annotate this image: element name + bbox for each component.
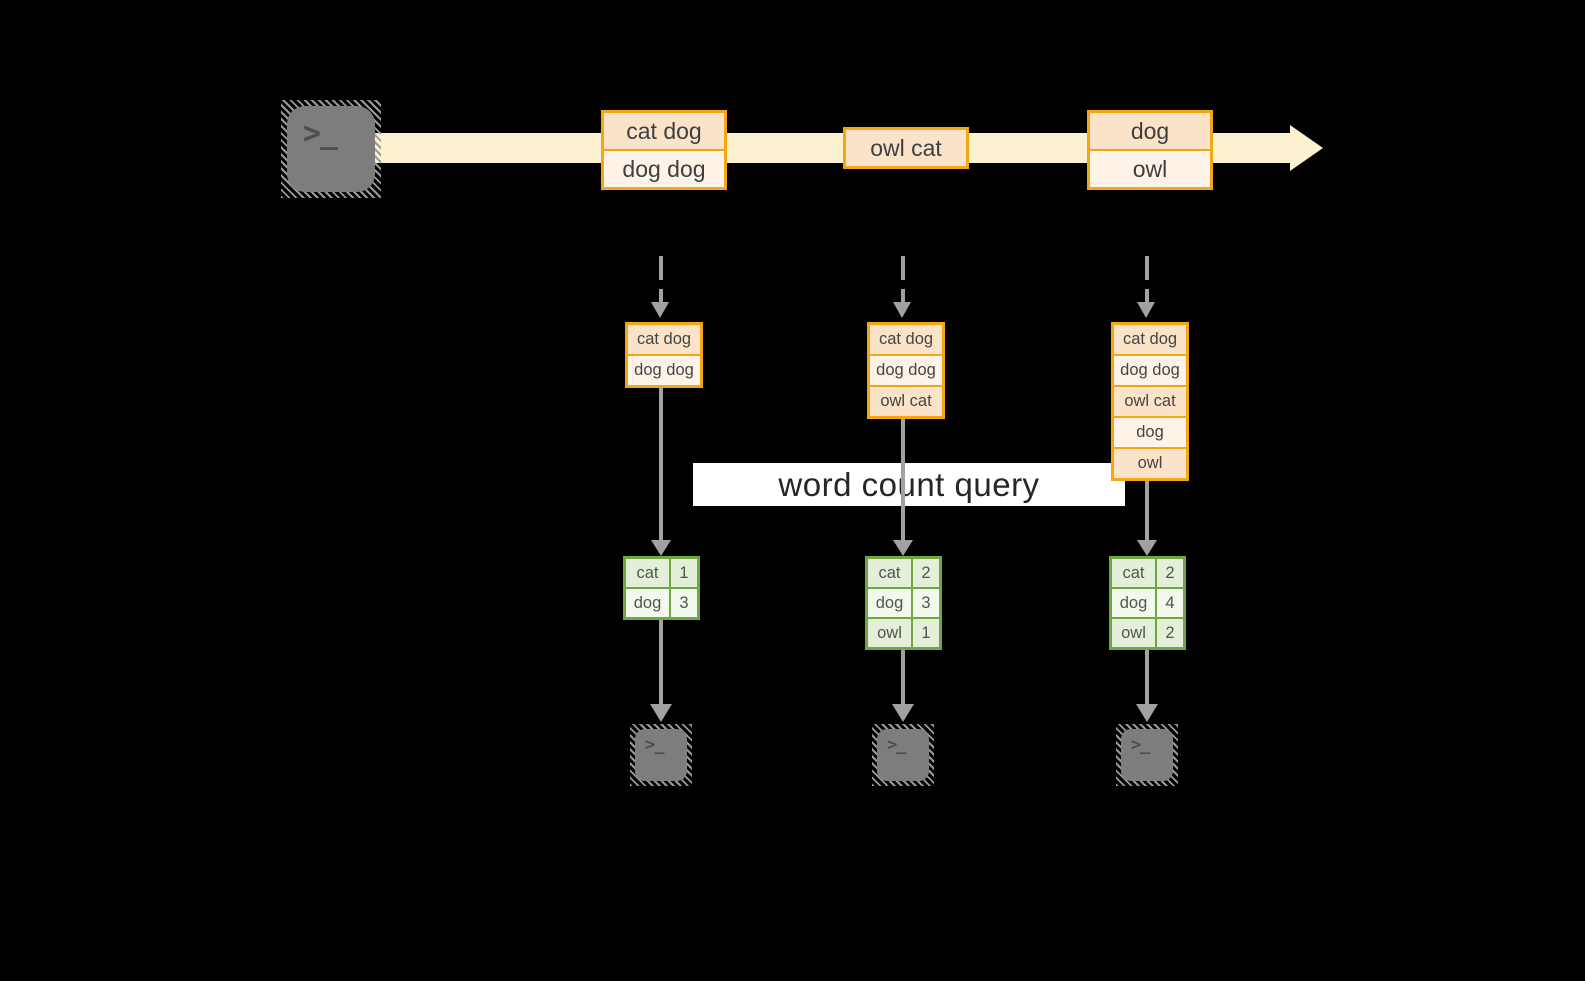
event-record: cat dog <box>604 113 724 149</box>
accumulated-records-box-1: cat dog dog dog <box>625 322 703 388</box>
flow-arrowhead-icon <box>650 704 672 722</box>
count-cell: 3 <box>913 589 939 617</box>
flow-arrow-shaft <box>901 650 905 704</box>
word-cell: owl <box>1112 619 1155 647</box>
count-cell: 2 <box>913 559 939 587</box>
flow-arrowhead-icon <box>1137 540 1157 556</box>
stream-event-box-3: dog owl <box>1087 110 1213 190</box>
state-record: owl cat <box>1114 385 1186 416</box>
event-record: owl <box>1090 149 1210 187</box>
count-cell: 1 <box>913 619 939 647</box>
ingest-arrowhead-icon <box>651 302 669 318</box>
word-cell: cat <box>868 559 911 587</box>
event-stream-arrowhead-icon <box>1290 125 1323 171</box>
accumulated-records-box-3: cat dog dog dog owl cat dog owl <box>1111 322 1189 481</box>
count-cell: 1 <box>671 559 697 587</box>
ingest-arrow-shaft <box>659 256 663 302</box>
word-cell: owl <box>868 619 911 647</box>
word-cell: cat <box>1112 559 1155 587</box>
count-cell: 2 <box>1157 619 1183 647</box>
terminal-prompt-icon: >_ <box>645 735 665 755</box>
count-cell: 4 <box>1157 589 1183 617</box>
sink-terminal-icon-3: >_ <box>1116 724 1178 786</box>
source-terminal-icon: >_ <box>281 100 381 198</box>
flow-arrowhead-icon <box>892 704 914 722</box>
flow-arrow-shaft <box>659 388 663 540</box>
flow-arrowhead-icon <box>651 540 671 556</box>
state-record: dog dog <box>1114 354 1186 385</box>
state-record: cat dog <box>628 325 700 354</box>
terminal-screen: >_ <box>877 729 929 781</box>
word-cell: cat <box>626 559 669 587</box>
terminal-screen: >_ <box>1121 729 1173 781</box>
query-label-text: word count query <box>778 465 1040 503</box>
terminal-prompt-icon: >_ <box>1131 735 1151 755</box>
ingest-arrow-shaft <box>1145 256 1149 302</box>
word-count-table-2: cat 2 dog 3 owl 1 <box>865 556 942 650</box>
word-cell: dog <box>626 589 669 617</box>
event-record: owl cat <box>846 130 966 166</box>
ingest-arrowhead-icon <box>893 302 911 318</box>
sink-terminal-icon-2: >_ <box>872 724 934 786</box>
state-record: cat dog <box>870 325 942 354</box>
flow-arrow-shaft <box>901 419 905 540</box>
state-record: dog dog <box>870 354 942 385</box>
accumulated-records-box-2: cat dog dog dog owl cat <box>867 322 945 419</box>
count-cell: 3 <box>671 589 697 617</box>
word-count-table-1: cat 1 dog 3 <box>623 556 700 620</box>
sink-terminal-icon-1: >_ <box>630 724 692 786</box>
event-record: dog dog <box>604 149 724 187</box>
flow-arrowhead-icon <box>1136 704 1158 722</box>
terminal-screen: >_ <box>635 729 687 781</box>
state-record: owl cat <box>870 385 942 416</box>
state-record: cat dog <box>1114 325 1186 354</box>
terminal-prompt-icon: >_ <box>887 735 907 755</box>
count-cell: 2 <box>1157 559 1183 587</box>
word-count-table-3: cat 2 dog 4 owl 2 <box>1109 556 1186 650</box>
state-record: dog <box>1114 416 1186 447</box>
terminal-screen: >_ <box>287 106 375 192</box>
flow-arrowhead-icon <box>893 540 913 556</box>
stream-event-box-1: cat dog dog dog <box>601 110 727 190</box>
query-label: word count query <box>693 463 1125 506</box>
event-record: dog <box>1090 113 1210 149</box>
stream-event-box-2: owl cat <box>843 127 969 169</box>
terminal-prompt-icon: >_ <box>303 116 338 151</box>
state-record: dog dog <box>628 354 700 385</box>
ingest-arrowhead-icon <box>1137 302 1155 318</box>
word-cell: dog <box>868 589 911 617</box>
word-cell: dog <box>1112 589 1155 617</box>
flow-arrow-shaft <box>1145 481 1149 540</box>
flow-arrow-shaft <box>1145 650 1149 704</box>
ingest-arrow-shaft <box>901 256 905 302</box>
flow-arrow-shaft <box>659 620 663 704</box>
state-record: owl <box>1114 447 1186 478</box>
